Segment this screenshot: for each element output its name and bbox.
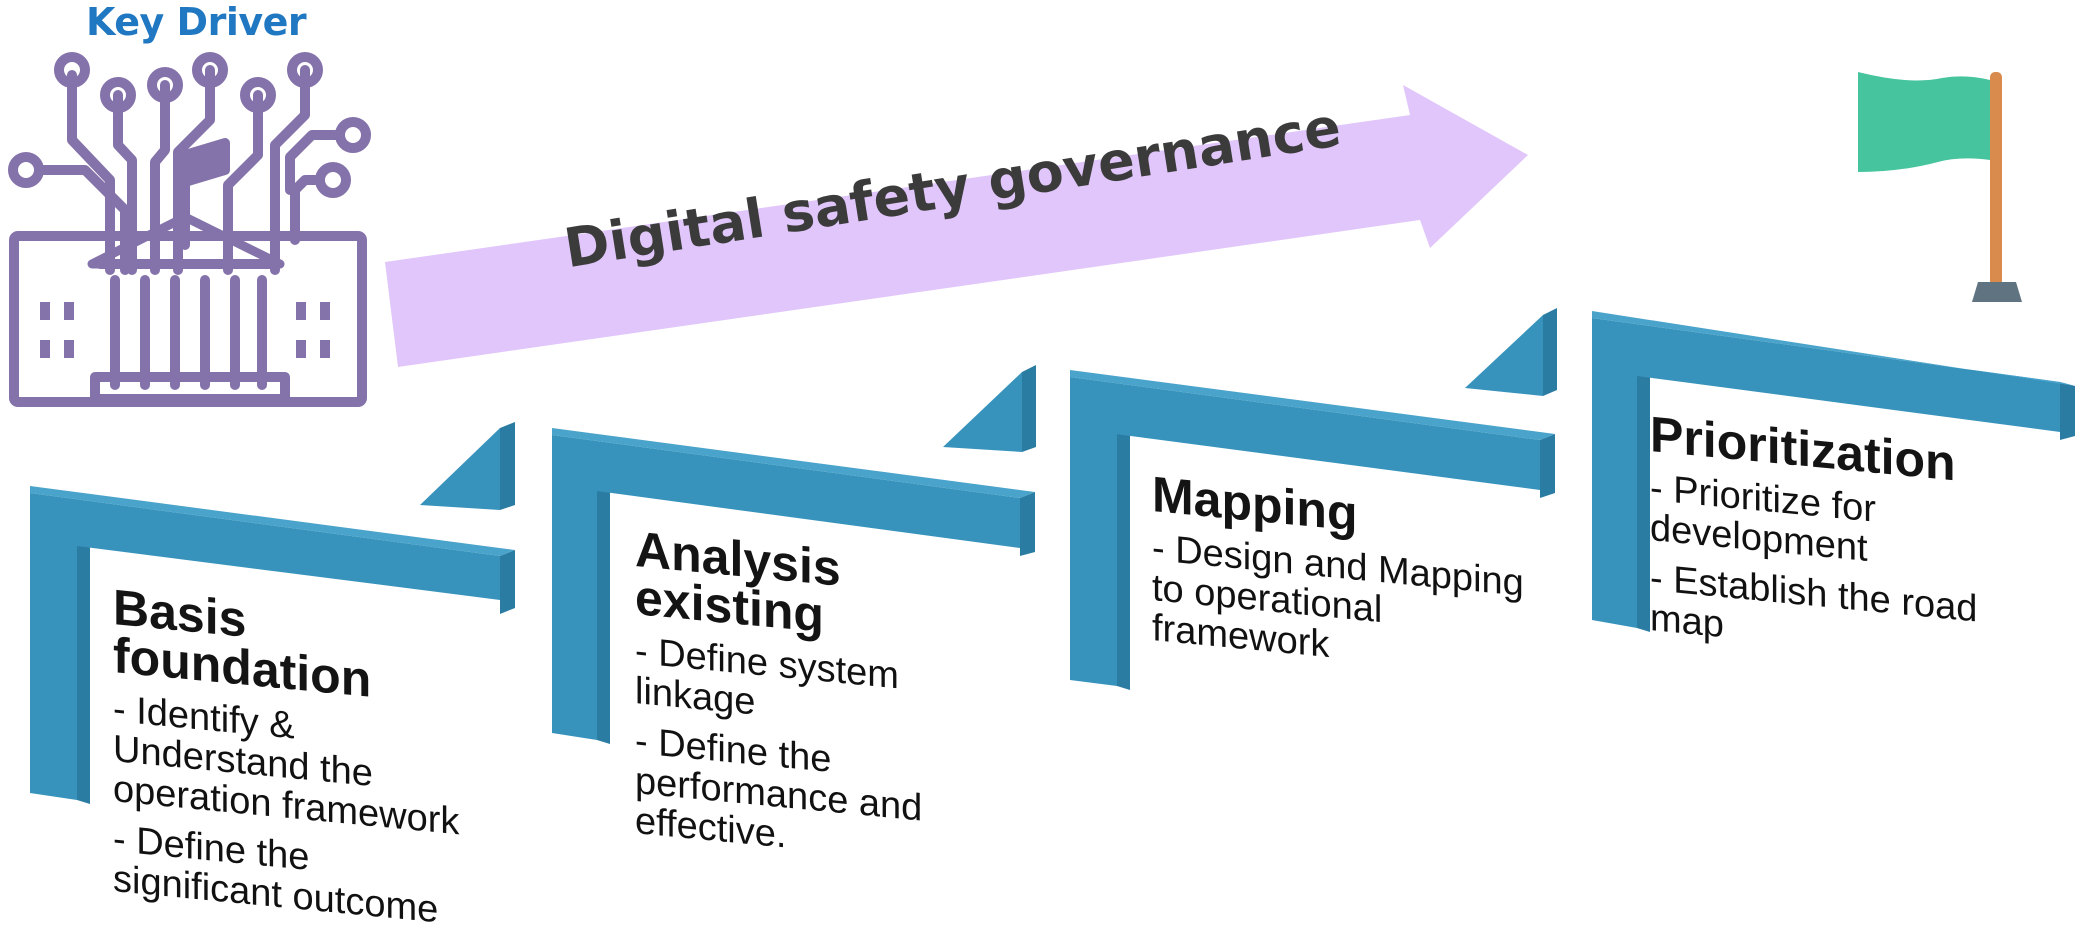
step-bracket-4 — [1592, 311, 2075, 632]
flag-icon — [1858, 72, 2022, 302]
step-2-text: Analysis existing - Define system linkag… — [635, 521, 965, 873]
step-bracket-2 — [552, 365, 1036, 744]
step-2-title: Analysis existing — [635, 521, 841, 644]
step-4-text: Prioritization - Prioritize for developm… — [1650, 406, 2050, 677]
step-bracket-1 — [30, 422, 515, 804]
key-driver-title: Key Driver — [86, 0, 307, 44]
government-building-circuit-icon — [8, 52, 371, 407]
step-1-bullet-1: - Identify & Understand the operation fr… — [113, 688, 460, 844]
step-bracket-3 — [1070, 308, 1557, 690]
step-1-text: Basis foundation - Identify & Understand… — [113, 579, 513, 938]
arrow-right-icon — [385, 85, 1528, 367]
